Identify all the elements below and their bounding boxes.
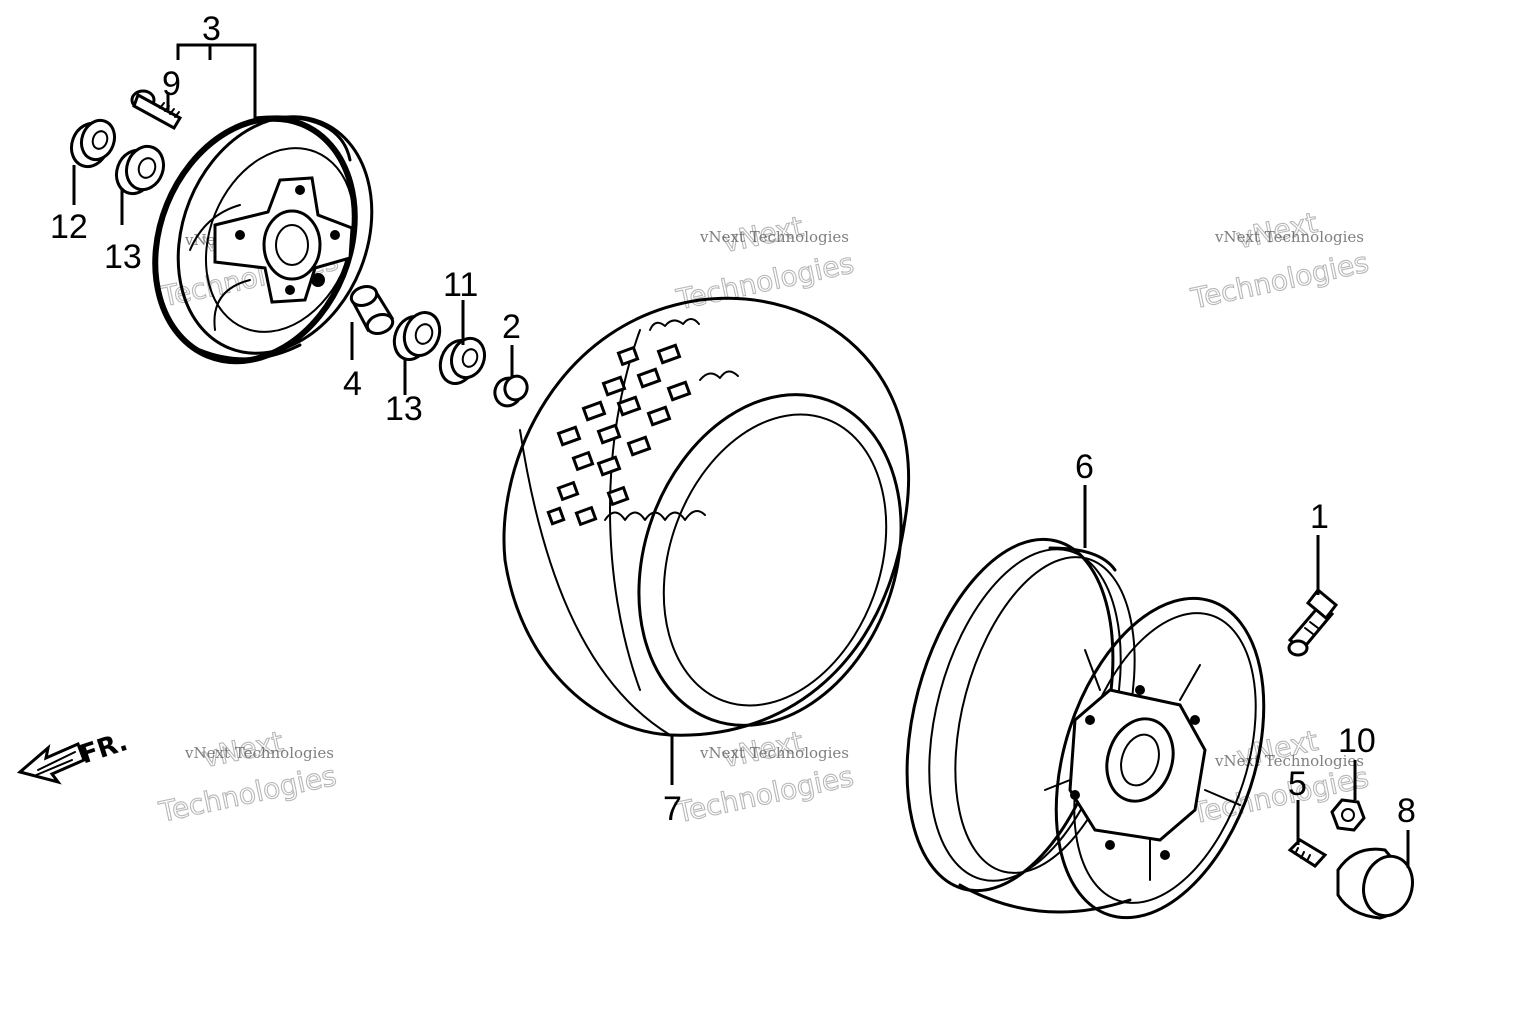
svg-text:vNext Technologies: vNext Technologies	[1214, 228, 1364, 246]
valve-stem	[1287, 587, 1339, 657]
tire	[502, 296, 911, 737]
distance-collar	[349, 285, 395, 335]
watermark-5: vNext Technologies vNext Technologies	[672, 724, 857, 830]
callout-5: 5	[1288, 765, 1307, 803]
svg-text:vNext Technologies: vNext Technologies	[184, 744, 334, 762]
callout-11: 11	[443, 266, 478, 304]
svg-text:Technologies: Technologies	[673, 760, 857, 830]
leader-lines	[72, 43, 1410, 868]
watermark-4: vNext Technologies vNext Technologies	[155, 724, 340, 829]
callout-13-lower: 13	[385, 390, 423, 428]
svg-text:vNext Technologies: vNext Technologies	[1214, 752, 1364, 770]
wheel-rim	[905, 537, 1266, 920]
callout-7: 7	[663, 790, 682, 828]
svg-text:Technologies: Technologies	[155, 759, 339, 829]
callout-1: 1	[1310, 498, 1329, 536]
callout-8: 8	[1397, 792, 1416, 830]
stud-bolt	[130, 89, 183, 131]
front-direction-indicator: FR.	[16, 727, 131, 785]
bearing-upper	[114, 144, 166, 196]
bearing-lower	[392, 311, 442, 361]
watermark-3: vNext Technologies vNext Technologies	[1187, 206, 1372, 317]
hub-cap	[1336, 847, 1414, 920]
callout-4: 4	[343, 365, 362, 403]
callout-9: 9	[162, 65, 181, 103]
tire-tread	[546, 318, 739, 527]
callout-12: 12	[50, 208, 88, 246]
wheel-nut	[1330, 798, 1366, 832]
side-collar	[493, 374, 529, 408]
callout-6: 6	[1075, 448, 1094, 486]
callout-13-upper: 13	[104, 238, 142, 276]
callout-2: 2	[502, 308, 521, 346]
oil-seal-right	[438, 336, 487, 385]
brake-drum-hub	[152, 115, 374, 365]
front-label: FR.	[76, 727, 131, 770]
svg-text:vNext Technologies: vNext Technologies	[699, 744, 849, 762]
svg-text:vNext Technologies: vNext Technologies	[699, 228, 849, 246]
callout-10: 10	[1338, 722, 1376, 760]
wheel-bolt	[1287, 838, 1328, 868]
svg-text:Technologies: Technologies	[1188, 246, 1372, 316]
oil-seal-left	[69, 118, 117, 169]
callout-3: 3	[202, 10, 221, 48]
svg-text:Technologies: Technologies	[673, 247, 857, 317]
callout-numbers: 3 9 12 13 4 13 11 2 7 6 1 10 5 8	[50, 10, 1416, 830]
